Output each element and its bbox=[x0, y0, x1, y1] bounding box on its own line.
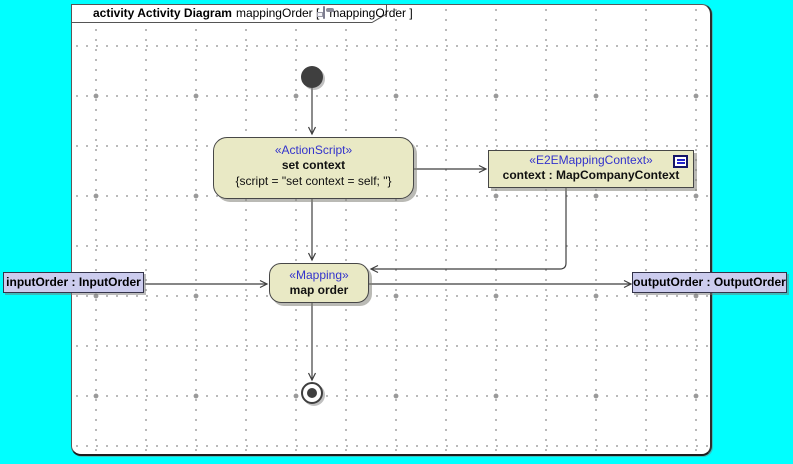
output-parameter-pin[interactable]: outputOrder : OutputOrder bbox=[632, 272, 787, 293]
diagram-title-keyword: activity Activity Diagram bbox=[93, 5, 232, 20]
initial-node[interactable] bbox=[301, 66, 323, 88]
action-map-order[interactable]: «Mapping» map order bbox=[269, 263, 369, 303]
diagram-frame-label[interactable]: activity Activity Diagram mappingOrder [… bbox=[71, 4, 413, 24]
object-node-context[interactable]: «E2EMappingContext» context : MapCompany… bbox=[488, 150, 694, 188]
diagram-title-name: mappingOrder [ bbox=[235, 5, 320, 20]
diagram-grid-canvas[interactable] bbox=[72, 5, 710, 454]
note-icon bbox=[673, 155, 688, 168]
edges-layer bbox=[145, 88, 633, 382]
diagram-title-ref: mappingOrder ] bbox=[329, 5, 413, 20]
action-map-order-name: map order bbox=[289, 283, 349, 297]
object-node-context-name: context : MapCompanyContext bbox=[502, 168, 680, 182]
action-set-context[interactable]: «ActionScript» set context {script = "se… bbox=[213, 137, 414, 199]
edge-context-object-to-map-order[interactable] bbox=[369, 188, 567, 274]
activity-diagram-frame[interactable]: activity Activity Diagram mappingOrder [… bbox=[71, 4, 712, 456]
action-set-context-script: {script = "set context = self; "} bbox=[235, 174, 392, 188]
action-set-context-stereotype: «ActionScript» bbox=[274, 143, 353, 157]
activity-final-node[interactable] bbox=[301, 382, 323, 404]
diagram-title: activity Activity Diagram mappingOrder [… bbox=[71, 4, 413, 21]
output-parameter-label: outputOrder : OutputOrder bbox=[633, 275, 786, 289]
action-map-order-stereotype: «Mapping» bbox=[289, 268, 349, 282]
action-set-context-name: set context bbox=[281, 158, 346, 172]
activity-diagram-icon bbox=[317, 6, 335, 19]
input-parameter-pin[interactable]: inputOrder : InputOrder bbox=[3, 272, 144, 293]
input-parameter-label: inputOrder : InputOrder bbox=[6, 275, 141, 289]
frame-label-shape bbox=[71, 4, 387, 23]
object-node-context-stereotype: «E2EMappingContext» bbox=[529, 153, 653, 167]
